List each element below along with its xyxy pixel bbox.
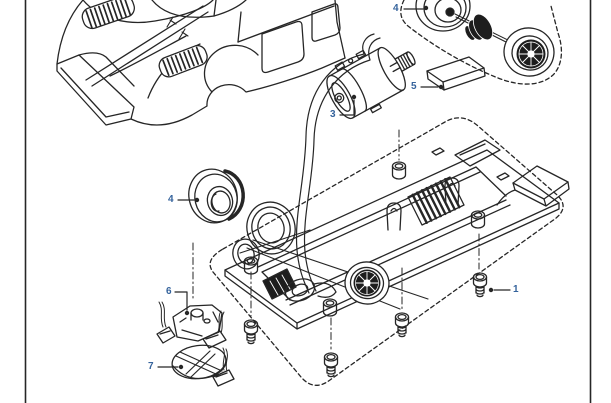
front-tyre — [188, 168, 245, 224]
callout-5-block: 5 — [411, 81, 417, 92]
dashed-chassis-outline — [209, 117, 564, 386]
louver-vent-right — [158, 44, 208, 78]
motor-mount — [454, 139, 501, 167]
callout-6-guide-holder: 6 — [166, 286, 172, 297]
ribbed-floor — [407, 176, 465, 226]
assembly-centre-lines — [192, 129, 480, 350]
rubber-block — [426, 56, 486, 91]
rear-wing — [496, 165, 570, 207]
chassis-assembly — [192, 117, 570, 386]
motor-wires — [295, 33, 381, 294]
callout-4-rear-axle: 4 — [393, 3, 399, 14]
guide-base-plate — [171, 344, 235, 387]
motor — [295, 33, 416, 294]
front-axle-pulleys — [232, 201, 429, 310]
louver-vent-left — [81, 0, 135, 30]
callout-3-motor: 3 — [330, 109, 336, 120]
callout-leader-lines — [157, 5, 511, 370]
callout-1-chassis: 1 — [513, 284, 519, 295]
motor-pinion — [389, 51, 416, 73]
front-wheel-right — [344, 261, 390, 305]
body-shell — [56, 0, 346, 126]
braid-contact-right — [212, 347, 235, 387]
callout-4-front-tyre: 4 — [168, 194, 174, 205]
chassis-baseplate — [224, 147, 560, 330]
mounting-screws — [243, 272, 488, 378]
braid-contact-bottom — [202, 310, 227, 349]
guide-pivot — [262, 268, 337, 302]
guide-holder — [156, 301, 227, 349]
braid-contact-left — [156, 301, 176, 344]
rear-axle-wheel-assembly — [400, 0, 563, 85]
crown-gear — [464, 13, 494, 41]
rear-wheel-left — [415, 0, 471, 32]
cockpit-detail-marks — [166, 16, 189, 40]
dashed-group-outline — [400, 0, 563, 85]
callout-7-guide-plate: 7 — [148, 361, 154, 372]
rear-wheel-right — [503, 27, 555, 77]
